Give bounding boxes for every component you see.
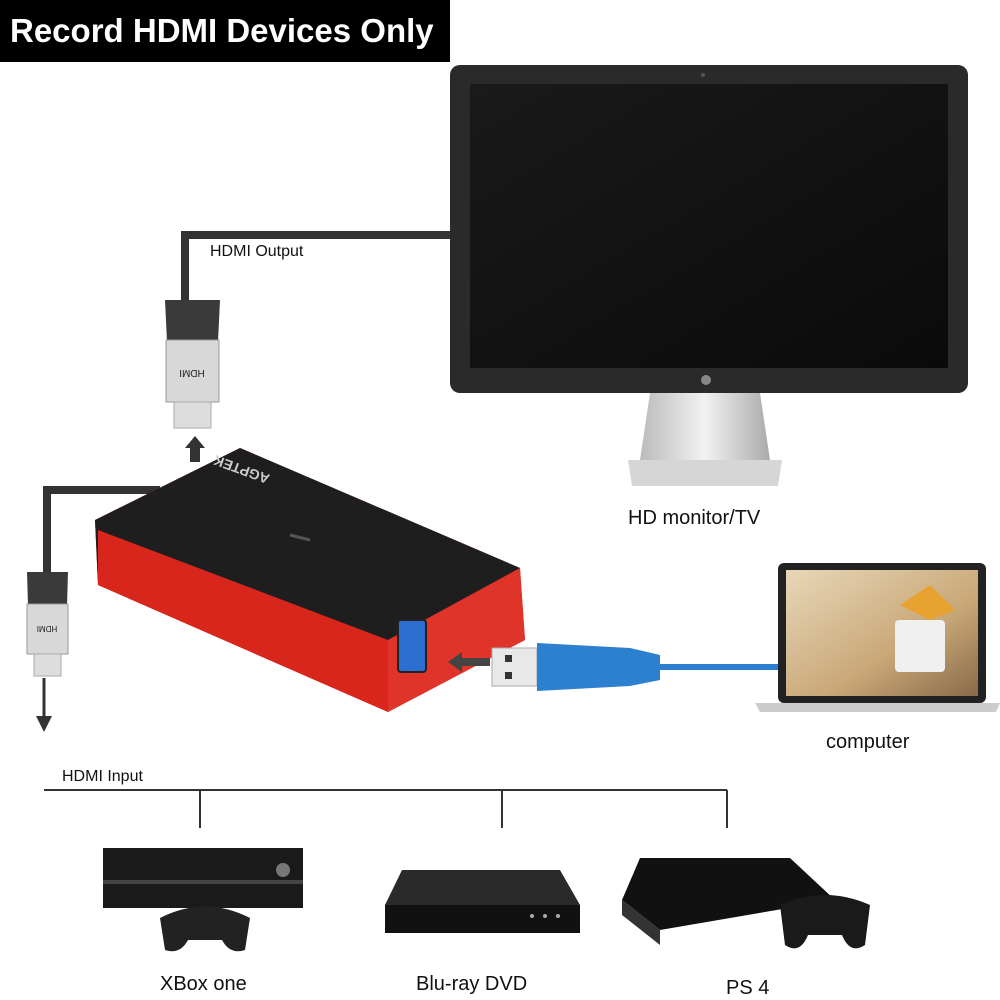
- laptop: [755, 563, 1000, 712]
- ps4-controller: [780, 895, 870, 949]
- monitor-label: HD monitor/TV: [628, 507, 761, 529]
- hd-monitor: [450, 65, 968, 486]
- hdmi-input-label: HDMI Input: [62, 768, 143, 785]
- bluray-player: [385, 870, 580, 933]
- xbox-label: XBox one: [160, 973, 247, 995]
- bluray-label: Blu-ray DVD: [416, 973, 527, 995]
- apple-logo-icon: [701, 375, 711, 385]
- output-connector-text: HDMI: [179, 367, 205, 378]
- xbox-one-console: [103, 848, 303, 952]
- arrow-up-icon: [185, 436, 205, 462]
- usb-port: [397, 619, 427, 673]
- ps4-console: [622, 858, 870, 949]
- xbox-controller: [160, 906, 250, 952]
- ps4-label: PS 4: [726, 977, 769, 999]
- arrow-left-icon: [448, 652, 490, 672]
- input-connector-text: HDMI: [37, 624, 57, 633]
- arrow-down-icon: [36, 716, 52, 732]
- hdmi-input-bus: [44, 789, 728, 828]
- computer-label: computer: [826, 731, 910, 753]
- hdmi-output-label: HDMI Output: [210, 243, 304, 260]
- title-text: Record HDMI Devices Only: [10, 12, 434, 49]
- xbox-logo-icon: [276, 863, 290, 877]
- hdmi-input-cable: HDMI: [26, 486, 160, 732]
- usb-cable: [491, 643, 778, 691]
- hdmi-output-cable: HDMI: [165, 231, 450, 462]
- title-banner: Record HDMI Devices Only: [0, 0, 450, 62]
- capture-device: AGPTEK: [95, 448, 525, 712]
